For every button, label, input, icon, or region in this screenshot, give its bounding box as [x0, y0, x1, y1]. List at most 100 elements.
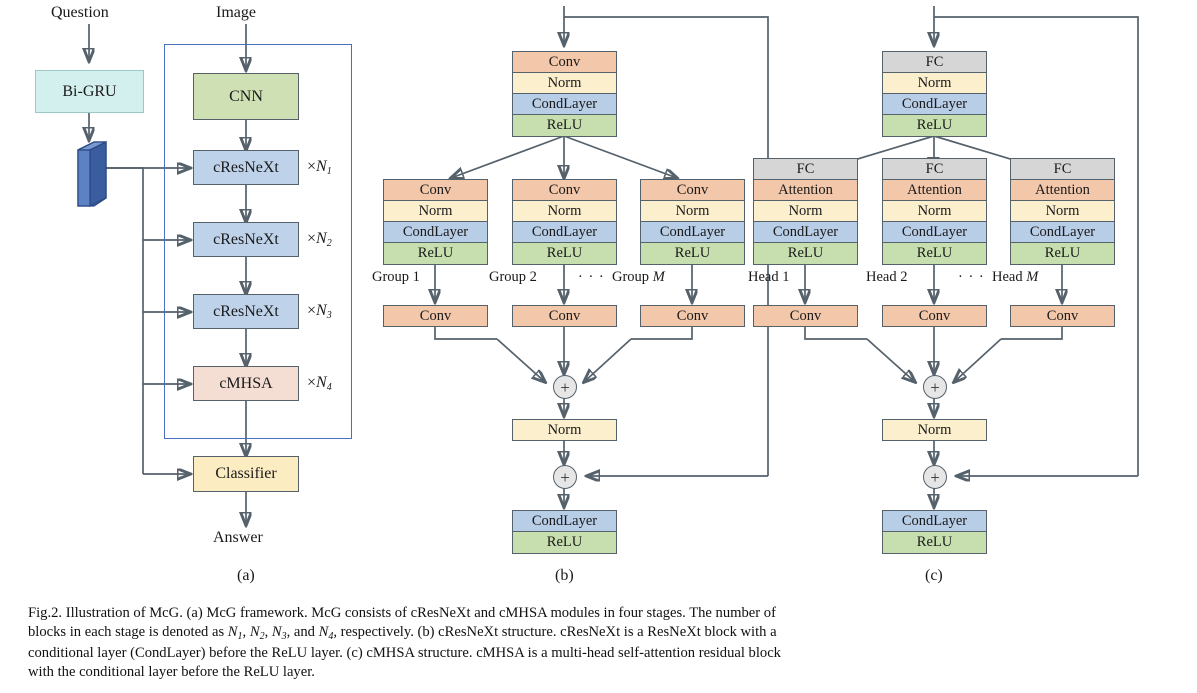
- caption-line-4: with the conditional layer before the Re…: [28, 663, 315, 680]
- panel-c-top-condlayer[interactable]: CondLayer: [883, 94, 986, 115]
- panel-c-h1-condlayer[interactable]: CondLayer: [754, 222, 857, 243]
- stage-mult-3: ×N3: [307, 302, 332, 321]
- panel-b-top-condlayer[interactable]: CondLayer: [513, 94, 616, 115]
- panel-b-b1-norm[interactable]: Norm: [384, 201, 487, 222]
- panel-c-branch-label-3-var: M: [1026, 269, 1039, 285]
- stage-box-4[interactable]: cMHSA: [193, 366, 299, 401]
- panel-c-h2-fc[interactable]: FC: [883, 159, 986, 180]
- caption-l2-n2: N: [249, 624, 260, 641]
- panel-c-h3-condlayer[interactable]: CondLayer: [1011, 222, 1114, 243]
- panel-b-merge-conv-1[interactable]: Conv: [383, 305, 488, 327]
- mult-symbol-1: ×: [307, 158, 317, 175]
- panel-b-b1-relu[interactable]: ReLU: [384, 243, 487, 264]
- panel-b-merge-conv-2[interactable]: Conv: [512, 305, 617, 327]
- mult-var-3: N: [316, 302, 327, 319]
- panel-b-b1-conv[interactable]: Conv: [384, 180, 487, 201]
- panel-c-tail-stack[interactable]: CondLayer ReLU: [882, 510, 987, 554]
- mult-sub-3: 3: [326, 309, 332, 321]
- mult-var-2: N: [316, 230, 327, 247]
- stage-box-3[interactable]: cResNeXt: [193, 294, 299, 329]
- caption-l2-mid2: ,: [264, 624, 272, 641]
- panel-c-branch-ellipsis: · · ·: [958, 269, 985, 285]
- panel-c-h3-norm[interactable]: Norm: [1011, 201, 1114, 222]
- panel-c-top-fc[interactable]: FC: [883, 52, 986, 73]
- panel-c-h2-norm[interactable]: Norm: [883, 201, 986, 222]
- panel-b-norm-box[interactable]: Norm: [512, 419, 617, 441]
- panel-b-b3-norm[interactable]: Norm: [641, 201, 744, 222]
- classifier-box[interactable]: Classifier: [193, 456, 299, 492]
- panel-b-branch-label-3: Group M: [612, 269, 665, 286]
- panel-c-h1-fc[interactable]: FC: [754, 159, 857, 180]
- stage-box-2[interactable]: cResNeXt: [193, 222, 299, 257]
- panel-c-merge-conv-1[interactable]: Conv: [753, 305, 858, 327]
- panel-b-top-stack[interactable]: Conv Norm CondLayer ReLU: [512, 51, 617, 137]
- panel-c-h3-relu[interactable]: ReLU: [1011, 243, 1114, 264]
- panel-c-tail-relu[interactable]: ReLU: [883, 532, 986, 553]
- bigru-box[interactable]: Bi-GRU: [35, 70, 144, 113]
- panel-c-top-relu[interactable]: ReLU: [883, 115, 986, 136]
- panel-c-h3-attention[interactable]: Attention: [1011, 180, 1114, 201]
- panel-c-merge-conv-3[interactable]: Conv: [1010, 305, 1115, 327]
- panel-b-branch-label-3-var: M: [652, 269, 665, 285]
- panel-b-branch-stack-1[interactable]: Conv Norm CondLayer ReLU: [383, 179, 488, 265]
- caption-l2-n3-sub: 3: [281, 631, 287, 643]
- panel-c-sum-node-2: +: [923, 465, 947, 489]
- panel-b-branch-label-2: Group 2: [489, 269, 537, 285]
- panel-b-b2-norm[interactable]: Norm: [513, 201, 616, 222]
- panel-b-b1-condlayer[interactable]: CondLayer: [384, 222, 487, 243]
- panel-c-branch-stack-2[interactable]: FC Attention Norm CondLayer ReLU: [882, 158, 987, 265]
- panel-c-branch-label-3: Head M: [992, 269, 1038, 286]
- caption-l2-post: , respectively. (b) cResNeXt structure. …: [333, 624, 777, 641]
- label-question: Question: [51, 4, 109, 21]
- panel-b-top-conv[interactable]: Conv: [513, 52, 616, 73]
- panel-c-branch-stack-3[interactable]: FC Attention Norm CondLayer ReLU: [1010, 158, 1115, 265]
- panel-b-b2-relu[interactable]: ReLU: [513, 243, 616, 264]
- mult-symbol-4: ×: [307, 374, 317, 391]
- figure-caption: Fig.2. Illustration of McG. (a) McG fram…: [28, 604, 1173, 682]
- panel-c-sum-node-1: +: [923, 375, 947, 399]
- panel-b-branch-stack-3[interactable]: Conv Norm CondLayer ReLU: [640, 179, 745, 265]
- panel-c-h3-fc[interactable]: FC: [1011, 159, 1114, 180]
- panel-c-branch-stack-1[interactable]: FC Attention Norm CondLayer ReLU: [753, 158, 858, 265]
- stage-mult-2: ×N2: [307, 230, 332, 249]
- panel-c-h1-relu[interactable]: ReLU: [754, 243, 857, 264]
- panel-b-sum-node-2: +: [553, 465, 577, 489]
- panel-b-b3-relu[interactable]: ReLU: [641, 243, 744, 264]
- panel-c-norm-box[interactable]: Norm: [882, 419, 987, 441]
- panel-b-b3-condlayer[interactable]: CondLayer: [641, 222, 744, 243]
- panel-c-top-stack[interactable]: FC Norm CondLayer ReLU: [882, 51, 987, 137]
- panel-b-merge-conv-3[interactable]: Conv: [640, 305, 745, 327]
- subcaption-c: (c): [925, 567, 943, 584]
- caption-l2-n3: N: [271, 624, 282, 641]
- panel-b-b3-conv[interactable]: Conv: [641, 180, 744, 201]
- panel-c-h2-condlayer[interactable]: CondLayer: [883, 222, 986, 243]
- panel-b-top-norm[interactable]: Norm: [513, 73, 616, 94]
- panel-b-b2-condlayer[interactable]: CondLayer: [513, 222, 616, 243]
- cnn-box[interactable]: CNN: [193, 73, 299, 120]
- panel-c-branch-label-2: Head 2: [866, 269, 908, 285]
- panel-b-branch-stack-2[interactable]: Conv Norm CondLayer ReLU: [512, 179, 617, 265]
- panel-c-h1-attention[interactable]: Attention: [754, 180, 857, 201]
- panel-b-branch-label-1: Group 1: [372, 269, 420, 285]
- panel-b-top-relu[interactable]: ReLU: [513, 115, 616, 136]
- caption-l2-n4-sub: 4: [328, 631, 334, 643]
- caption-l2-n2-sub: 2: [259, 631, 265, 643]
- stage-mult-1: ×N1: [307, 158, 332, 177]
- panel-b-tail-stack[interactable]: CondLayer ReLU: [512, 510, 617, 554]
- panel-c-h2-attention[interactable]: Attention: [883, 180, 986, 201]
- panel-c-top-norm[interactable]: Norm: [883, 73, 986, 94]
- caption-line-2: blocks in each stage is denoted as N1, N…: [28, 623, 1173, 643]
- panel-b-tail-condlayer[interactable]: CondLayer: [513, 511, 616, 532]
- panel-b-tail-relu[interactable]: ReLU: [513, 532, 616, 553]
- panel-c-branch-label-3-prefix: Head: [992, 269, 1027, 285]
- panel-c-h1-norm[interactable]: Norm: [754, 201, 857, 222]
- mult-sub-1: 1: [326, 165, 332, 177]
- panel-c-h2-relu[interactable]: ReLU: [883, 243, 986, 264]
- panel-b-b2-conv[interactable]: Conv: [513, 180, 616, 201]
- panel-c-merge-conv-2[interactable]: Conv: [882, 305, 987, 327]
- stage-box-1[interactable]: cResNeXt: [193, 150, 299, 185]
- caption-l2-n1: N: [227, 624, 238, 641]
- panel-c-tail-condlayer[interactable]: CondLayer: [883, 511, 986, 532]
- caption-l2-n4: N: [318, 624, 329, 641]
